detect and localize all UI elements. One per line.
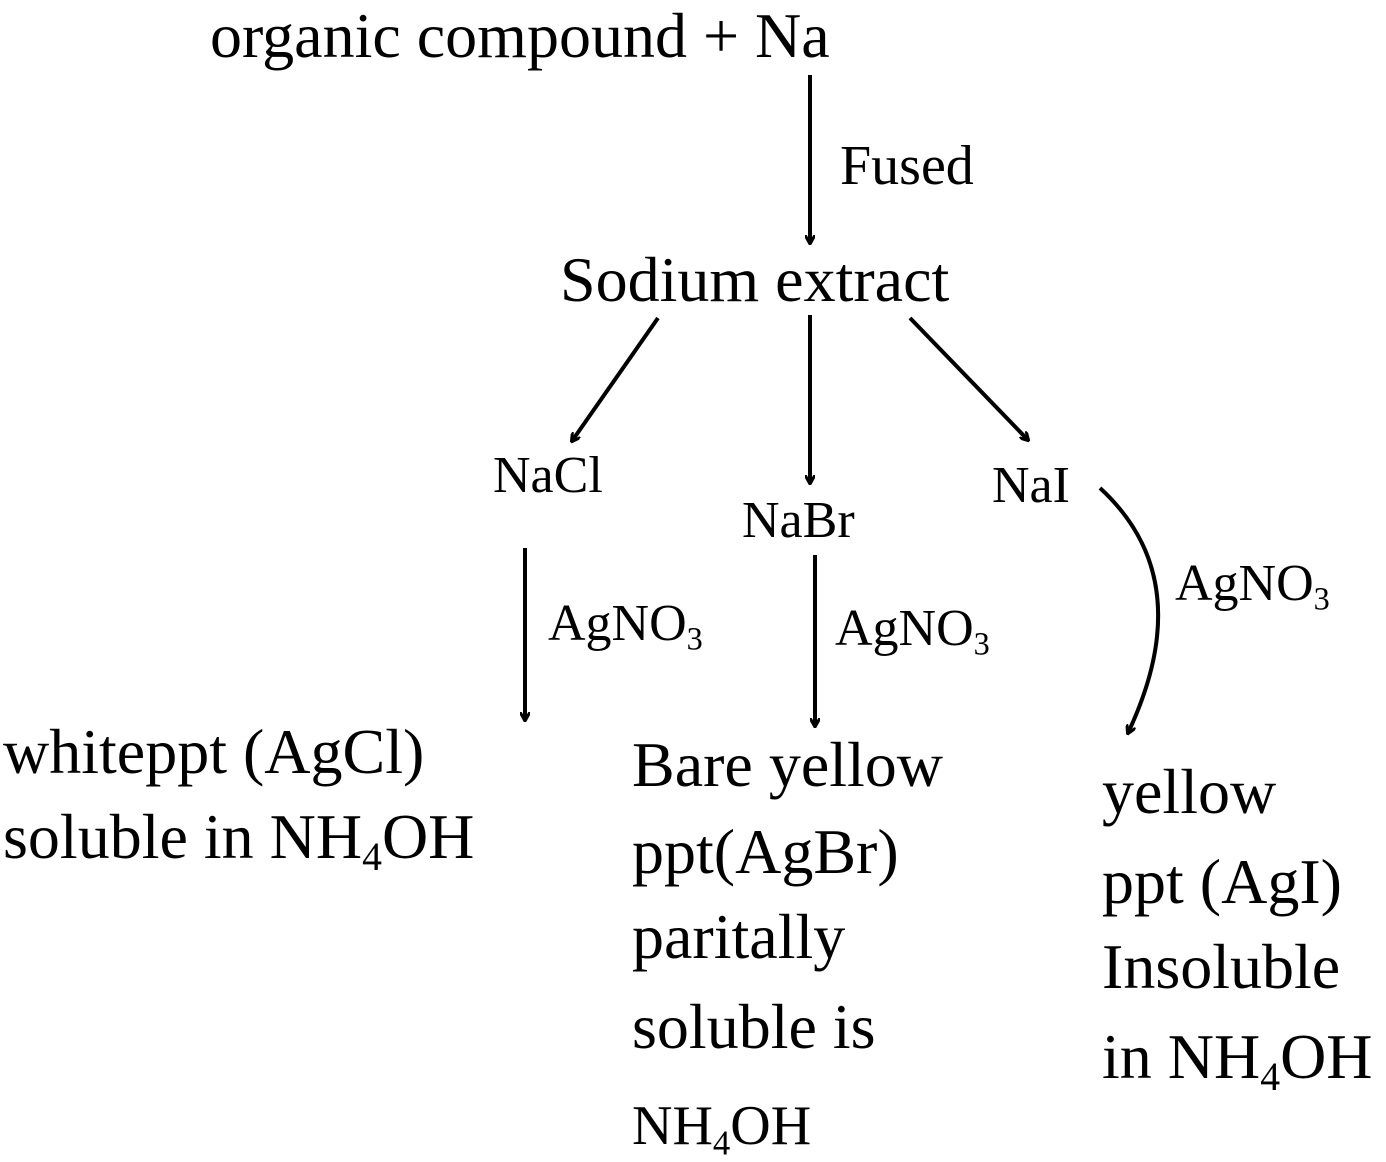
agi-result-line3: Insoluble [1102, 931, 1341, 1002]
agno3-label-br: AgNO3 [835, 600, 990, 662]
fused-label: Fused [840, 135, 974, 197]
agno3-label-cl: AgNO3 [548, 595, 703, 657]
agcl-result-line1: whiteppt (AgCl) [3, 716, 425, 787]
agbr-result-line2: ppt(AgBr) [632, 816, 899, 887]
agi-result-line2: ppt (AgI) [1102, 846, 1342, 917]
agno3-label-i: AgNO3 [1175, 555, 1330, 617]
nabr-label: NaBr [742, 492, 855, 549]
agi-result-line1: yellow [1102, 756, 1277, 827]
agi-result-line4: in NH4OH [1102, 1021, 1373, 1099]
agbr-result-line4: soluble is [632, 991, 876, 1062]
agbr-result-line1: Bare yellow [632, 729, 943, 800]
arrow-to-nacl [572, 316, 660, 441]
agbr-result-line5: NH4OH [632, 1095, 812, 1162]
arrow-to-nai [908, 316, 1028, 440]
arrow-nai-agno3 [1098, 486, 1161, 733]
start-reactants: organic compound + Na [210, 0, 830, 71]
nacl-label: NaCl [493, 447, 603, 504]
agbr-result-line3: paritally [632, 901, 846, 972]
agcl-result-line2: soluble in NH4OH [3, 801, 475, 879]
nai-label: NaI [992, 457, 1070, 514]
sodium-extract-label: Sodium extract [560, 244, 950, 315]
